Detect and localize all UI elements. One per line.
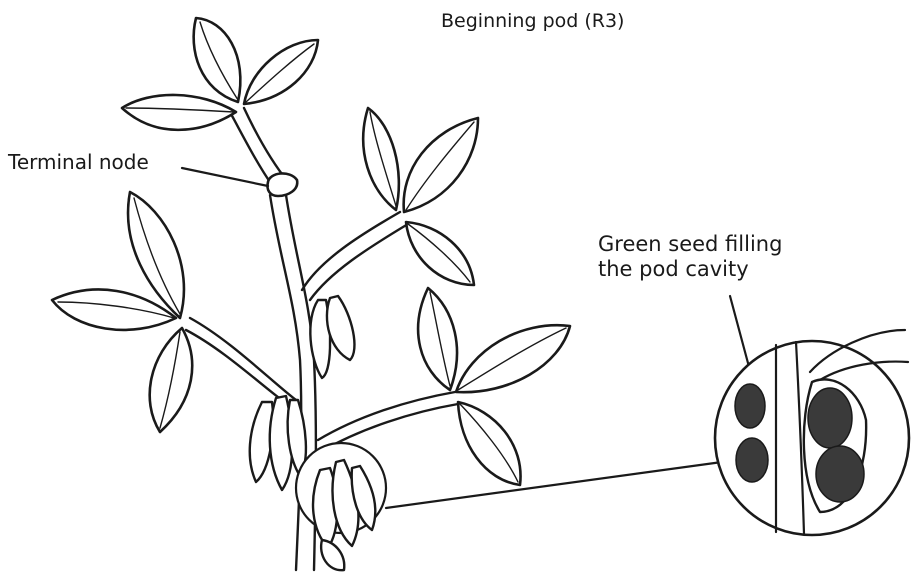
terminal-node-leader-line bbox=[182, 168, 268, 186]
left-branch bbox=[52, 192, 298, 432]
seed-right-top bbox=[808, 388, 852, 448]
seed-left-top bbox=[735, 384, 765, 428]
top-trifoliate-leaf bbox=[122, 18, 318, 130]
terminal-node-bud bbox=[267, 173, 297, 196]
magnified-pod-inset bbox=[715, 330, 909, 535]
seed-left-bottom bbox=[736, 438, 768, 482]
magnified-pod-cluster bbox=[296, 443, 386, 570]
seed-right-bottom bbox=[816, 446, 864, 502]
upper-pod-cluster bbox=[310, 296, 354, 378]
seed-fill-label: Green seed filling the pod cavity bbox=[598, 232, 782, 282]
right-branch bbox=[302, 108, 478, 300]
stage-title: Beginning pod (R3) bbox=[441, 10, 624, 33]
terminal-node-label: Terminal node bbox=[8, 150, 149, 174]
seed-fill-label-line2: the pod cavity bbox=[598, 257, 782, 282]
seed-fill-label-line1: Green seed filling bbox=[598, 232, 782, 257]
magnifier-connector-line bbox=[386, 462, 722, 508]
